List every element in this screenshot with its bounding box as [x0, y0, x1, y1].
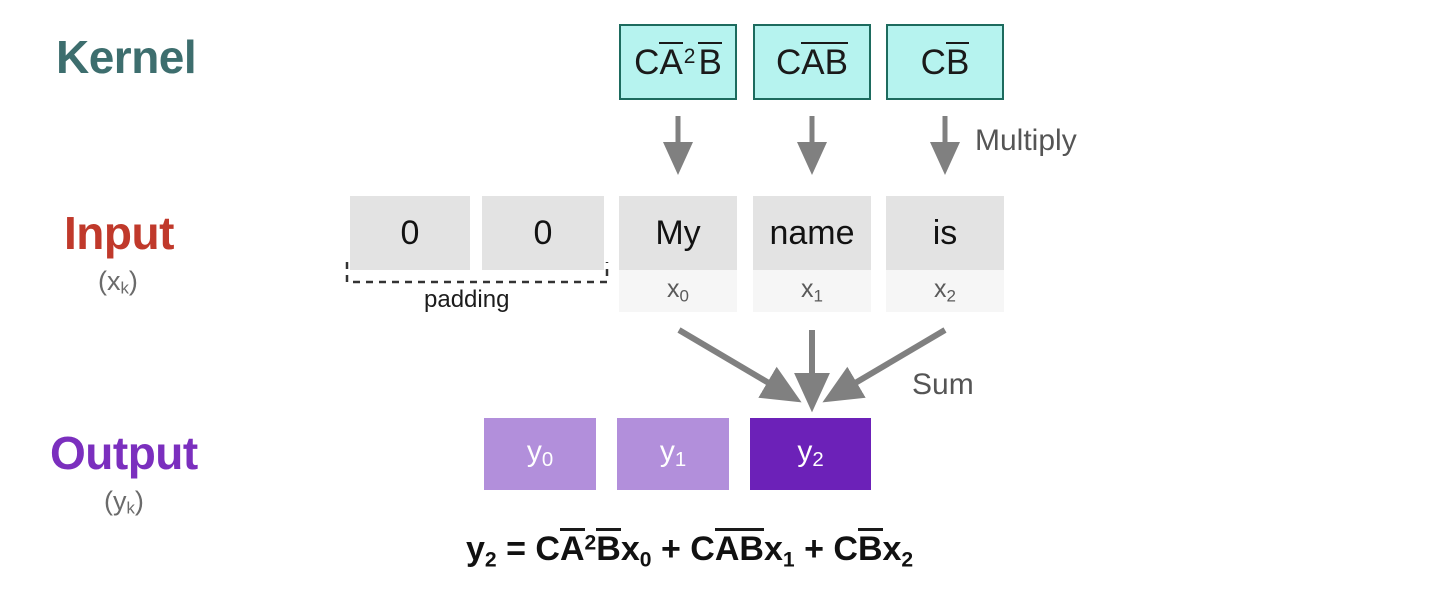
output-box-0-symbol: y0: [527, 435, 553, 472]
sum-label: Sum: [912, 368, 974, 401]
output-1-index: 1: [674, 449, 687, 472]
kernel-box-2-text: CB: [920, 41, 970, 83]
output-1-sym: y: [659, 435, 675, 469]
eq-lhs-index: 2: [484, 548, 497, 572]
output-box-2[interactable]: y2: [750, 418, 871, 490]
output-row-sublabel: (yk): [104, 488, 144, 517]
input-padding-1-value: 0: [533, 213, 553, 252]
kernel-0-c: C: [634, 42, 660, 82]
kernel-1-c: C: [776, 42, 802, 82]
eq-term-1: CA2Bx0: [535, 528, 652, 571]
kernel-box-0[interactable]: CA2B: [619, 24, 737, 100]
input-token-box-2[interactable]: is: [886, 196, 1004, 270]
input-token-0-word: My: [655, 213, 701, 252]
output-sub-open: (y: [104, 486, 127, 516]
eq-plus-1: +: [660, 530, 681, 568]
input-sub-close: ): [128, 266, 138, 296]
kernel-2-c: C: [920, 42, 946, 82]
eq-term1-b-bar: B: [596, 528, 621, 568]
eq-term2-b-bar: B: [739, 528, 764, 568]
sum-arrow-from-x0: [677, 327, 802, 403]
eq-lhs-sym: y: [466, 530, 485, 568]
eq-term1-a-bar: A: [559, 528, 585, 568]
kernel-0-exponent: 2: [683, 44, 696, 68]
kernel-0-b-bar: B: [698, 41, 722, 82]
eq-term2-a-bar: A: [714, 528, 740, 568]
input-token-2-word: is: [932, 213, 958, 252]
output-2-sym: y: [797, 435, 813, 469]
kernel-1-a-bar: A: [801, 41, 825, 82]
kernel-1-b-bar: B: [824, 41, 848, 82]
output-row-label: Output: [50, 427, 198, 479]
eq-term2-index: 1: [782, 548, 795, 572]
eq-term1-index: 0: [639, 548, 652, 572]
multiply-label: Multiply: [975, 124, 1077, 157]
eq-term3-x: x: [882, 530, 902, 568]
input-token-1-symbol: x1: [801, 275, 823, 306]
eq-term2-c: C: [690, 530, 715, 568]
input-token-1-sym: x: [801, 275, 814, 304]
input-token-2-sym: x: [934, 275, 947, 304]
output-box-1[interactable]: y1: [617, 418, 729, 490]
kernel-box-1-text: CAB: [776, 41, 848, 83]
eq-term3-b-bar: B: [857, 528, 883, 568]
output-sub-k: k: [126, 498, 135, 518]
eq-term1-x: x: [620, 530, 640, 568]
eq-term1-c: C: [535, 530, 560, 568]
kernel-2-b-bar: B: [945, 41, 970, 82]
input-sub-k: k: [120, 278, 129, 298]
input-token-2-index: 2: [946, 286, 956, 306]
eq-term3-index: 2: [901, 548, 914, 572]
output-0-sym: y: [526, 435, 542, 469]
kernel-box-2[interactable]: CB: [886, 24, 1004, 100]
input-row-sublabel: (xk): [98, 268, 138, 297]
output-box-0[interactable]: y0: [484, 418, 596, 490]
output-0-index: 0: [541, 449, 554, 472]
output-sub-close: ): [134, 486, 144, 516]
input-token-sub-1: x1: [753, 270, 871, 312]
kernel-box-1[interactable]: CAB: [753, 24, 871, 100]
input-token-sub-2: x2: [886, 270, 1004, 312]
padding-label: padding: [424, 286, 510, 313]
input-token-0-index: 0: [679, 286, 689, 306]
input-padding-box-0[interactable]: 0: [350, 196, 470, 270]
input-row-label: Input: [64, 207, 174, 259]
input-token-1-index: 1: [813, 286, 823, 306]
eq-term1-exponent: 2: [584, 531, 597, 555]
kernel-0-a-bar: A: [659, 41, 683, 82]
kernel-box-0-text: CA2B: [634, 41, 722, 83]
input-token-sub-0: x0: [619, 270, 737, 312]
input-token-box-1[interactable]: name: [753, 196, 871, 270]
eq-term-2: CABx1: [690, 528, 795, 571]
output-box-2-symbol: y2: [797, 435, 823, 472]
output-equation: y2 = CA2Bx0 + CABx1 + CBx2: [466, 528, 913, 571]
output-box-1-symbol: y1: [660, 435, 686, 472]
input-padding-0-value: 0: [400, 213, 420, 252]
eq-plus-2: +: [804, 530, 824, 568]
eq-lhs: y2: [466, 530, 497, 571]
input-token-0-symbol: x0: [667, 275, 689, 306]
input-token-0-sym: x: [667, 275, 680, 304]
eq-term-3: CBx2: [833, 528, 913, 571]
input-token-1-word: name: [769, 213, 855, 252]
input-sub-open: (x: [98, 266, 121, 296]
eq-term3-c: C: [833, 530, 858, 568]
output-2-index: 2: [812, 449, 824, 472]
input-token-2-symbol: x2: [934, 275, 956, 306]
eq-equals-sign: =: [506, 530, 526, 568]
eq-term2-x: x: [763, 530, 783, 568]
kernel-row-label: Kernel: [56, 31, 197, 83]
input-padding-box-1[interactable]: 0: [482, 196, 604, 270]
input-token-box-0[interactable]: My: [619, 196, 737, 270]
